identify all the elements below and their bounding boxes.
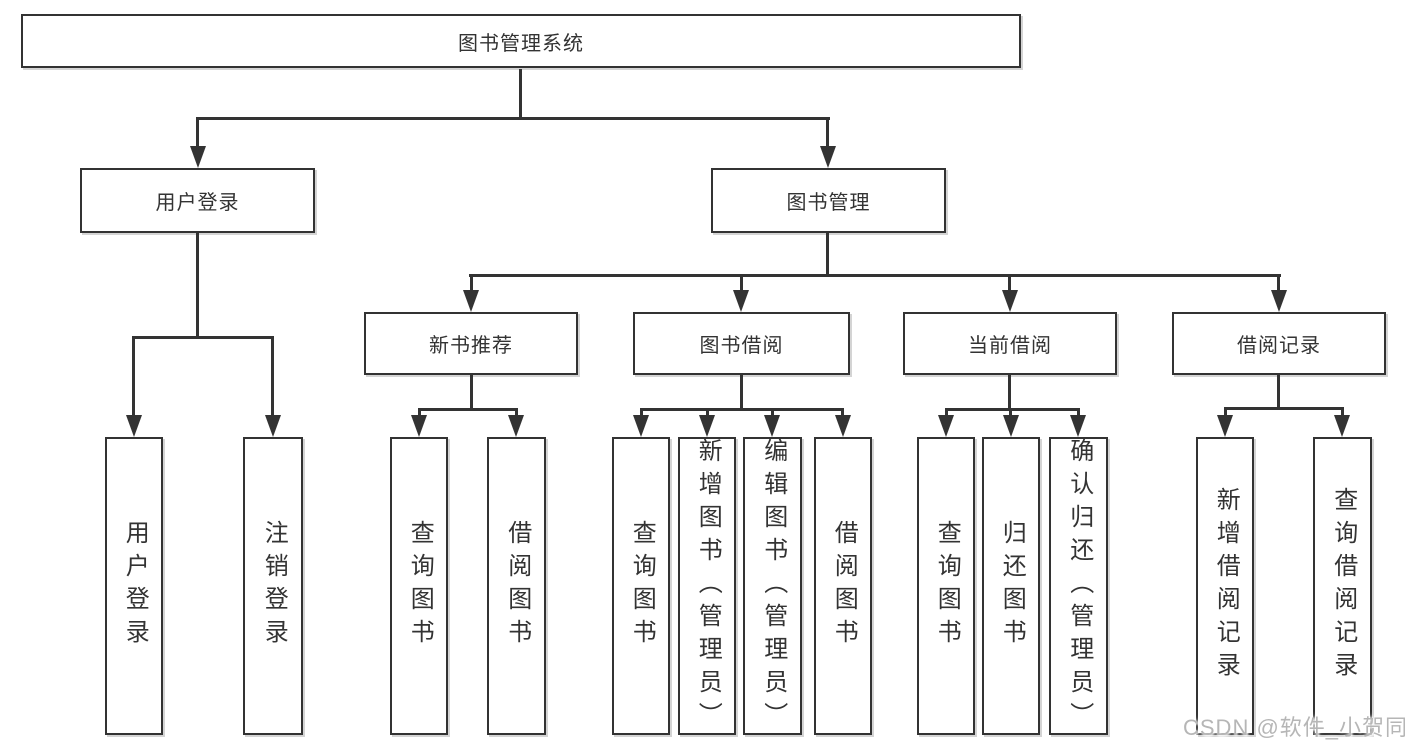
arrow-down-icon [463,290,479,312]
leaf-add-books-admin: 新增图书（管理员） [678,437,736,735]
connector-line [469,274,1281,277]
arrow-down-icon [265,415,281,437]
node-label: 图书管理系统 [458,32,584,55]
connector-line [945,408,1080,411]
connector-line [196,117,830,120]
connector-line [271,336,274,416]
arrow-down-icon [699,415,715,437]
node-new-book-recommend: 新书推荐 [364,312,578,375]
leaf-label: 新增图书（管理员） [694,437,722,735]
connector-line [132,336,135,416]
connector-line [196,117,199,149]
csdn-watermark: CSDN @软件_小贺同学 [1183,715,1405,740]
leaf-label: 注销登录 [260,520,288,652]
connector-line [470,274,473,292]
connector-line [841,408,844,418]
arrow-down-icon [126,415,142,437]
connector-line [740,274,743,292]
node-book-borrowing: 图书借阅 [633,312,850,375]
leaf-label: 新增借阅记录 [1212,487,1240,685]
connector-line [196,233,199,336]
connector-line [706,408,709,418]
connector-line [1341,407,1344,418]
connector-line [1277,274,1280,292]
arrow-down-icon [1003,415,1019,437]
connector-line [826,233,829,274]
arrow-down-icon [1217,415,1233,437]
connector-line [1008,375,1011,408]
connector-line [1008,274,1011,292]
connector-line [1224,407,1344,410]
connector-line [826,117,829,149]
arrow-down-icon [938,415,954,437]
arrow-down-icon [820,146,836,168]
node-label: 借阅记录 [1237,335,1321,357]
connector-line [945,408,948,418]
leaf-label: 查询图书 [628,520,656,652]
connector-line [1224,407,1227,418]
arrow-down-icon [733,290,749,312]
node-library-management-system: 图书管理系统 [21,14,1021,68]
leaf-edit-books-admin: 编辑图书（管理员） [743,437,802,735]
leaf-borrow-books-recommend: 借阅图书 [487,437,546,735]
node-borrowing-records: 借阅记录 [1172,312,1386,375]
arrow-down-icon [411,415,427,437]
leaf-confirm-return-admin: 确认归还（管理员） [1049,437,1108,735]
leaf-user-login: 用户登录 [105,437,163,735]
node-label: 新书推荐 [429,335,513,357]
connector-line [740,375,743,408]
node-user-login: 用户登录 [80,168,315,233]
node-label: 用户登录 [155,192,240,214]
connector-line [132,336,274,339]
leaf-label: 用户登录 [121,520,149,652]
arrow-down-icon [1002,290,1018,312]
connector-line [1009,408,1012,418]
arrow-down-icon [633,415,649,437]
leaf-label: 借阅图书 [503,520,531,652]
leaf-query-books-borrow: 查询图书 [612,437,670,735]
leaf-label: 归还图书 [998,520,1026,652]
connector-line [418,408,421,418]
leaf-return-books: 归还图书 [982,437,1040,735]
leaf-query-books-recommend: 查询图书 [390,437,448,735]
leaf-label: 编辑图书（管理员） [759,437,787,735]
connector-line [640,408,844,411]
node-current-borrowing: 当前借阅 [903,312,1117,375]
node-label: 图书借阅 [699,335,784,357]
connector-line [519,69,522,117]
connector-line [640,408,643,418]
leaf-label: 查询借阅记录 [1329,487,1357,685]
leaf-label: 借阅图书 [830,520,858,652]
node-label: 图书管理 [786,192,871,214]
connector-line [1277,375,1280,407]
leaf-label: 查询图书 [933,520,961,652]
arrow-down-icon [764,415,780,437]
leaf-borrow-books: 借阅图书 [814,437,872,735]
leaf-logout: 注销登录 [243,437,303,735]
arrow-down-icon [835,415,851,437]
leaf-query-books-current: 查询图书 [917,437,975,735]
connector-line [515,408,518,418]
connector-line [1077,408,1080,418]
arrow-down-icon [1334,415,1350,437]
arrow-down-icon [190,146,206,168]
arrow-down-icon [1271,290,1287,312]
connector-line [470,375,473,408]
node-label: 当前借阅 [968,335,1052,357]
leaf-query-borrow-record: 查询借阅记录 [1313,437,1372,735]
arrow-down-icon [1070,415,1086,437]
connector-line [771,408,774,418]
leaf-add-borrow-record: 新增借阅记录 [1196,437,1254,735]
arrow-down-icon [508,415,524,437]
connector-line [418,408,518,411]
node-book-management: 图书管理 [711,168,946,233]
leaf-label: 确认归还（管理员） [1065,437,1093,735]
leaf-label: 查询图书 [406,520,434,652]
